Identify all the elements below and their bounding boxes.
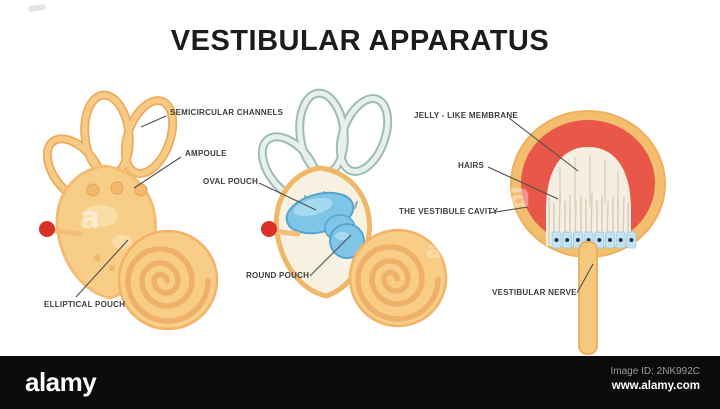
label-vestibule-cavity: THE VESTIBULE CAVITY <box>399 207 499 216</box>
hair-cells-row <box>551 231 637 249</box>
image-meta: Image ID: 2NK992C www.alamy.com <box>611 366 701 392</box>
leader-lines <box>75 115 594 298</box>
alamy-logo: alamy <box>25 367 97 397</box>
label-hairs: HAIRS <box>458 161 485 170</box>
alamy-url-text: www.alamy.com <box>611 380 700 392</box>
body-highlights <box>82 205 132 271</box>
label-elliptical-pouch: ELLIPTICAL POUCH <box>44 300 126 309</box>
page-title: VESTIBULAR APPARATUS <box>170 25 550 57</box>
nerve-dot-middle <box>261 221 277 237</box>
middle-inner-ear-diagram: a <box>257 88 448 328</box>
watermark-a: a <box>80 201 100 236</box>
label-vestibular-nerve: VESTIBULAR NERVE <box>492 288 577 297</box>
watermark-a: a <box>426 236 442 264</box>
cochlea-spiral-left <box>125 246 211 324</box>
ampoule-bumps <box>86 181 148 197</box>
jelly-membrane-shape <box>546 147 631 246</box>
vestibular-nerve-stalk <box>578 241 598 355</box>
cochlea-spiral-middle <box>355 244 441 322</box>
label-semicircular-channels: SEMICIRCULAR CHANNELS <box>170 108 284 117</box>
image-id-text: Image ID: 2NK992C <box>610 366 701 377</box>
watermark-a: a <box>508 176 531 216</box>
label-jelly-like-membrane: JELLY - LIKE MEMBRANE <box>414 111 518 120</box>
nerve-dot-left <box>39 221 55 237</box>
left-inner-ear-diagram: a <box>39 90 219 331</box>
alamy-watermark-bar: alamy Image ID: 2NK992C www.alamy.com <box>0 356 720 409</box>
label-ampoule: AMPOULE <box>185 149 227 158</box>
nerve-stub-left <box>47 227 83 237</box>
ampulla-closeup-diagram: a <box>508 110 666 355</box>
round-pouch-shape <box>324 214 365 259</box>
label-oval-pouch: OVAL POUCH <box>203 177 259 186</box>
label-round-pouch: ROUND POUCH <box>246 271 310 280</box>
